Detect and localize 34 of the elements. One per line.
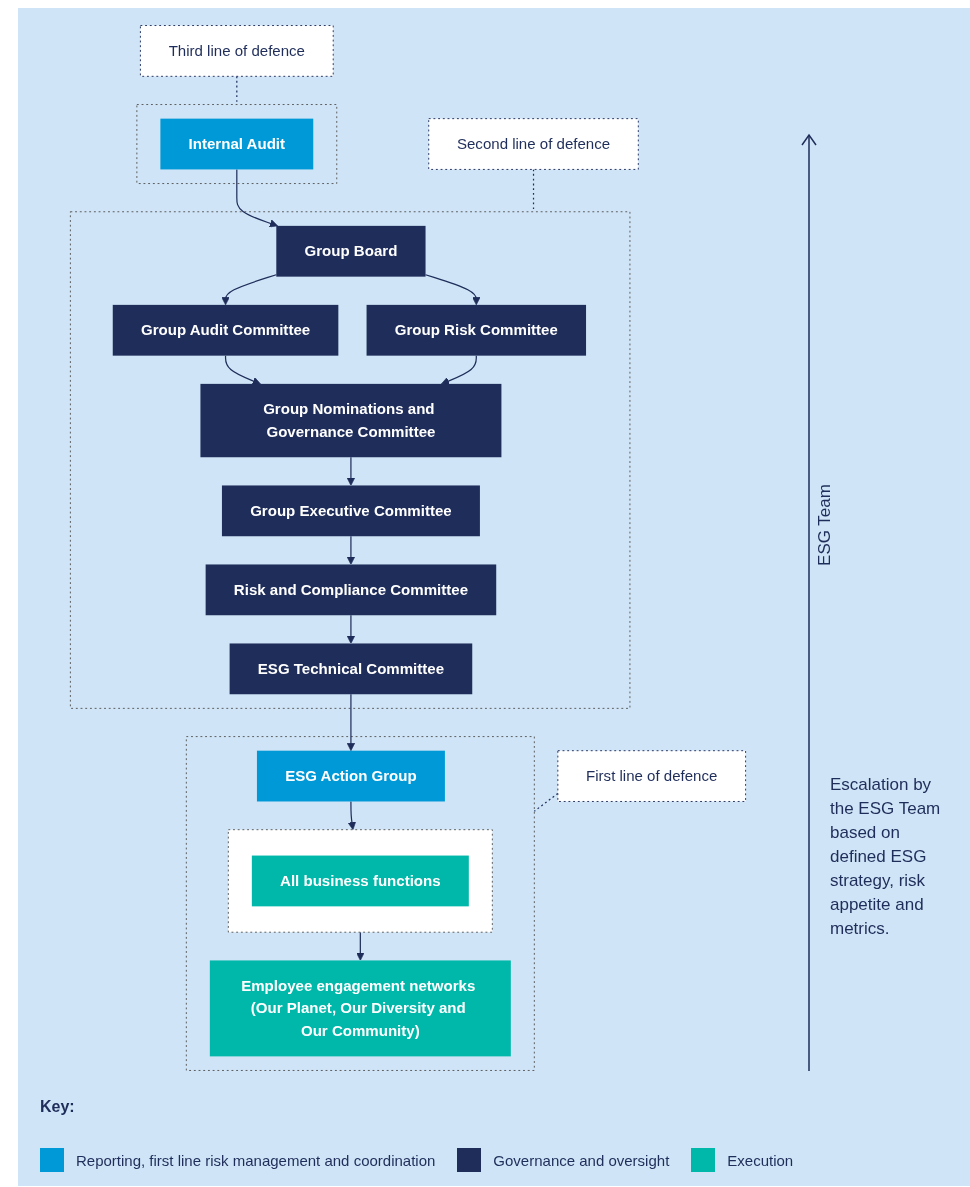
node-box: Group Nominations and Governance Committee xyxy=(200,383,502,458)
node-box: All business functions xyxy=(251,855,469,907)
note-text: Escalation by the ESG Team based on defined ESG strategy, risk appetite and metrics. xyxy=(830,774,942,940)
node-box: Second line of defence xyxy=(428,118,639,170)
node-box: Risk and Compliance Committee xyxy=(205,564,497,616)
arrow xyxy=(346,693,356,752)
arrow xyxy=(221,274,277,306)
node-box: Internal Audit xyxy=(160,118,314,170)
arrow xyxy=(346,456,356,486)
node-box: Group Risk Committee xyxy=(366,304,587,356)
node-box: Employee engagement networks (Our Planet, Our Diversity and Our Community) xyxy=(209,960,511,1057)
node-box: Third line of defence xyxy=(139,25,334,77)
arrow xyxy=(346,614,356,644)
arrow xyxy=(347,800,356,831)
cluster xyxy=(227,829,493,933)
arrow xyxy=(236,168,278,228)
cluster xyxy=(136,104,338,184)
node-box: Group Executive Committee xyxy=(221,485,480,537)
arrow xyxy=(424,274,481,306)
legend-heading: Key: xyxy=(40,1098,75,1116)
node-box: First line of defence xyxy=(557,750,747,802)
cluster xyxy=(69,211,631,709)
legend-text: Execution xyxy=(727,1151,794,1169)
arrow xyxy=(346,535,356,565)
legend-text: Governance and oversight xyxy=(493,1151,670,1169)
node-box: Group Audit Committee xyxy=(112,304,339,356)
legend-text: Reporting, first line risk management and coordination xyxy=(76,1151,436,1169)
node-box: Group Board xyxy=(276,225,426,277)
arrow xyxy=(356,931,365,961)
arrow xyxy=(441,355,477,385)
cluster xyxy=(185,736,535,1071)
node-box: ESG Action Group xyxy=(256,750,445,802)
arrow xyxy=(224,355,261,385)
node-box: ESG Technical Committee xyxy=(229,643,473,695)
